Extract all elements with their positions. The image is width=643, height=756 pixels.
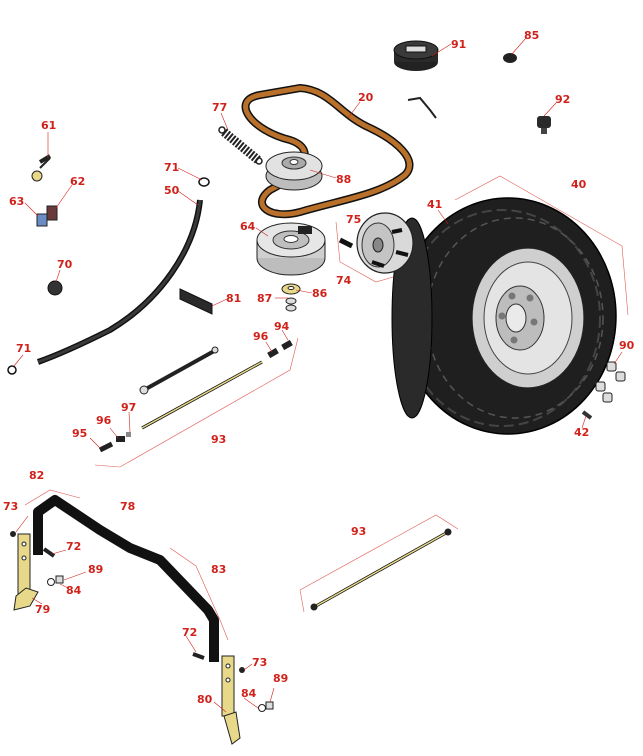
callout-96-lower: 96: [96, 414, 112, 427]
callout-61: 61: [41, 119, 56, 132]
callout-82: 82: [29, 469, 44, 482]
callout-91: 91: [451, 38, 466, 51]
spindle-right: [221, 655, 241, 745]
callout-42: 42: [574, 426, 589, 439]
callout-20: 20: [358, 91, 374, 104]
callout-94: 94: [274, 320, 290, 333]
callout-89-right: 89: [273, 672, 288, 685]
lug-nuts: [595, 361, 626, 403]
callout-73-left: 73: [3, 500, 18, 513]
hose-clamp-bottom: [7, 365, 17, 375]
pulley: [265, 151, 323, 191]
reference-lines: [24, 175, 629, 641]
valve-stem: [581, 410, 593, 420]
callout-71-bottom: 71: [16, 342, 31, 355]
callout-71-top: 71: [164, 161, 179, 174]
steering-bar: [33, 495, 219, 662]
callout-85: 85: [524, 29, 539, 42]
callout-88: 88: [336, 173, 351, 186]
callout-83: 83: [211, 563, 226, 576]
callout-72-left: 72: [66, 540, 81, 553]
callout-78: 78: [120, 500, 135, 513]
callout-40: 40: [571, 178, 587, 191]
pto-clutch: [256, 222, 326, 276]
rod-93-upper: [141, 339, 293, 430]
callout-93-lower: 93: [351, 525, 366, 538]
pad-81: [179, 288, 213, 315]
callout-84-right: 84: [241, 687, 257, 700]
callout-93-upper: 93: [211, 433, 226, 446]
fasteners-right: [192, 652, 274, 712]
fasteners-95-97: [98, 432, 131, 453]
cap-92: [537, 116, 551, 134]
callout-90: 90: [619, 339, 635, 352]
callout-89-left: 89: [88, 563, 103, 576]
callout-84-left: 84: [66, 584, 82, 597]
callout-97: 97: [121, 401, 136, 414]
callout-labels: 91 85 20 92 77 61 71 88 40 62 50 63 41 6…: [3, 29, 635, 706]
hub-bolt: [338, 237, 354, 249]
callout-73-right: 73: [252, 656, 267, 669]
drive-belt: [241, 83, 414, 219]
callout-41: 41: [427, 198, 442, 211]
callout-96-upper: 96: [253, 330, 269, 343]
wheel-hub: [356, 212, 414, 274]
rim: [471, 247, 585, 389]
callout-64: 64: [240, 220, 256, 233]
leader-lines: [13, 37, 623, 713]
callout-75: 75: [346, 213, 361, 226]
switch-62: [46, 205, 58, 221]
callout-72-right: 72: [182, 626, 197, 639]
callout-80: 80: [197, 693, 213, 706]
callout-86: 86: [312, 287, 328, 300]
callout-81: 81: [226, 292, 241, 305]
callout-77: 77: [212, 101, 227, 114]
hose: [37, 199, 203, 365]
washers: [281, 283, 301, 312]
spindle-left: [13, 533, 39, 611]
tie-rod-upper: [139, 346, 219, 395]
fasteners-left: [10, 531, 64, 586]
callout-95: 95: [72, 427, 87, 440]
fuel-cap: [393, 40, 439, 119]
rod-93-lower: [310, 528, 452, 611]
callout-62: 62: [70, 175, 85, 188]
callout-92: 92: [555, 93, 570, 106]
ignition-key: [31, 154, 52, 182]
callout-63: 63: [9, 195, 24, 208]
idler-spring: [218, 126, 263, 165]
callout-50: 50: [164, 184, 180, 197]
callout-79: 79: [35, 603, 50, 616]
callout-87: 87: [257, 292, 272, 305]
wheel-assembly: [391, 197, 626, 435]
knob-70: [47, 280, 63, 296]
cap-85: [503, 53, 517, 63]
switch-63: [36, 213, 48, 227]
callout-74: 74: [336, 274, 352, 287]
callout-70: 70: [57, 258, 73, 271]
